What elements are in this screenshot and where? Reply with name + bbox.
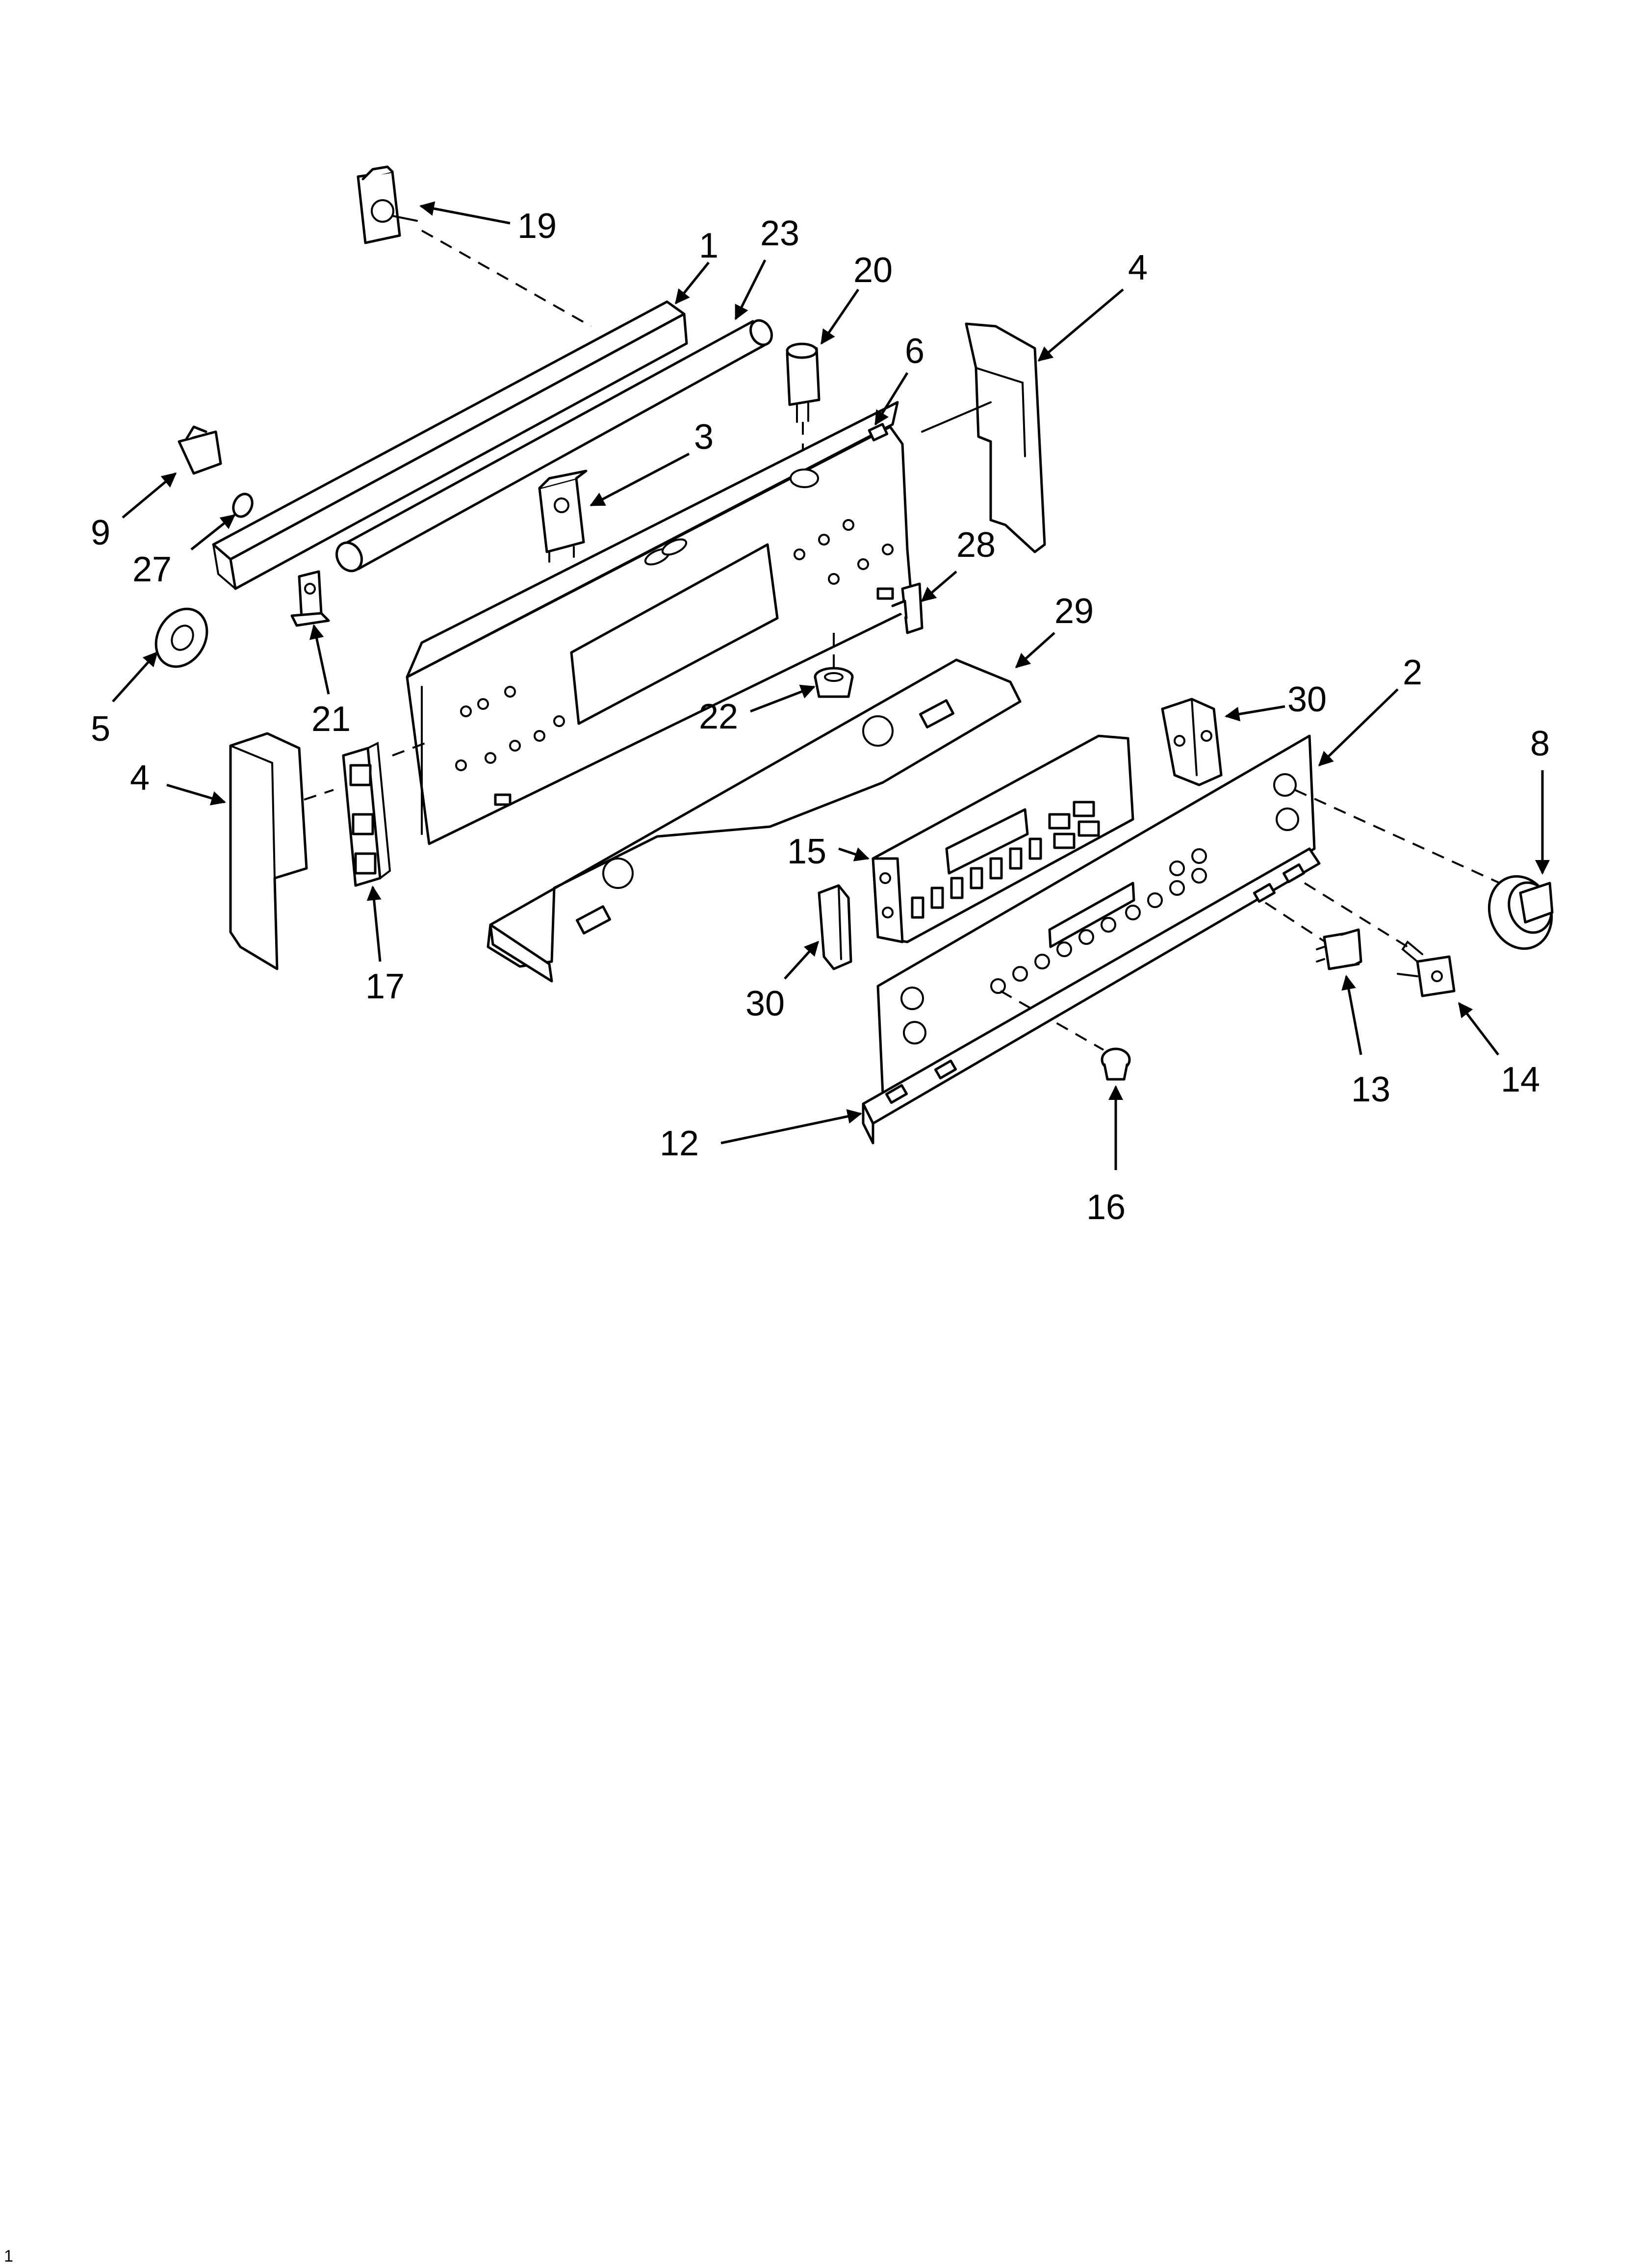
part-20-capacitor	[786, 342, 821, 423]
dashed-line-16	[1000, 990, 1104, 1051]
callout-27: 27	[132, 550, 172, 589]
callout-labels: 19 1 23 20 4 6 3 9 27 28 29 5 21 22 30 2…	[91, 207, 1550, 1227]
part-30-upper-bracket	[1161, 698, 1223, 786]
callout-3: 3	[694, 417, 714, 457]
dashed-line-19	[421, 230, 591, 327]
dashed-line-4b	[304, 789, 334, 801]
part-4-left-end-cap	[229, 732, 308, 970]
part-21-bracket	[290, 570, 330, 627]
part-12-trim-strip	[862, 847, 1321, 1145]
callout-14: 14	[1501, 1060, 1540, 1099]
dashed-line-13	[1264, 902, 1330, 945]
part-9-clip	[178, 425, 222, 475]
callout-20: 20	[853, 251, 893, 290]
callout-8: 8	[1530, 724, 1550, 763]
part-27-ring	[232, 493, 254, 518]
part-3-switch	[538, 469, 588, 563]
part-19-terminal-block	[357, 165, 418, 244]
footer-mark: 1	[4, 2247, 13, 2266]
part-4-right-end-cap	[965, 322, 1046, 553]
callout-21: 21	[311, 700, 351, 739]
leader-line-4a	[921, 401, 992, 433]
callout-6: 6	[905, 332, 924, 371]
part-14-switch	[1397, 940, 1456, 997]
callout-17: 17	[365, 967, 405, 1006]
callout-13: 13	[1351, 1070, 1390, 1109]
callout-5: 5	[91, 709, 110, 749]
part-8-knob	[1488, 875, 1554, 950]
callout-2: 2	[1403, 653, 1422, 692]
part-1-channel	[212, 300, 688, 590]
part-17-connector-strip	[342, 741, 391, 887]
part-30-lower-bracket	[818, 884, 852, 970]
part-29-plate	[487, 658, 1022, 983]
callout-9: 9	[91, 513, 110, 552]
callout-29: 29	[1054, 592, 1094, 631]
callout-23: 23	[760, 214, 799, 253]
dashed-line-8	[1294, 789, 1511, 889]
part-5-gear	[154, 607, 208, 668]
callout-4a: 4	[1128, 248, 1148, 287]
callout-19: 19	[517, 207, 557, 246]
callout-15: 15	[787, 832, 826, 871]
part-6-control-bracket	[406, 401, 914, 845]
part-22-socket	[814, 667, 854, 698]
callout-1: 1	[699, 226, 718, 265]
callout-12: 12	[660, 1124, 699, 1163]
callout-28: 28	[956, 525, 996, 565]
part-13-switch	[1316, 928, 1362, 970]
leader-arrows	[112, 201, 1550, 1170]
part-28-clip	[891, 582, 924, 634]
callout-30a: 30	[1287, 680, 1327, 719]
part-15-control-board	[872, 734, 1134, 943]
callout-22: 22	[699, 697, 738, 736]
part-23-lamp-tube	[335, 319, 773, 573]
part-2-front-panel	[876, 734, 1316, 1095]
dashed-line-17	[392, 740, 432, 756]
callout-16: 16	[1086, 1188, 1126, 1227]
callout-4b: 4	[130, 758, 150, 798]
callout-30b: 30	[745, 984, 785, 1023]
part-16-button	[1101, 1047, 1131, 1081]
